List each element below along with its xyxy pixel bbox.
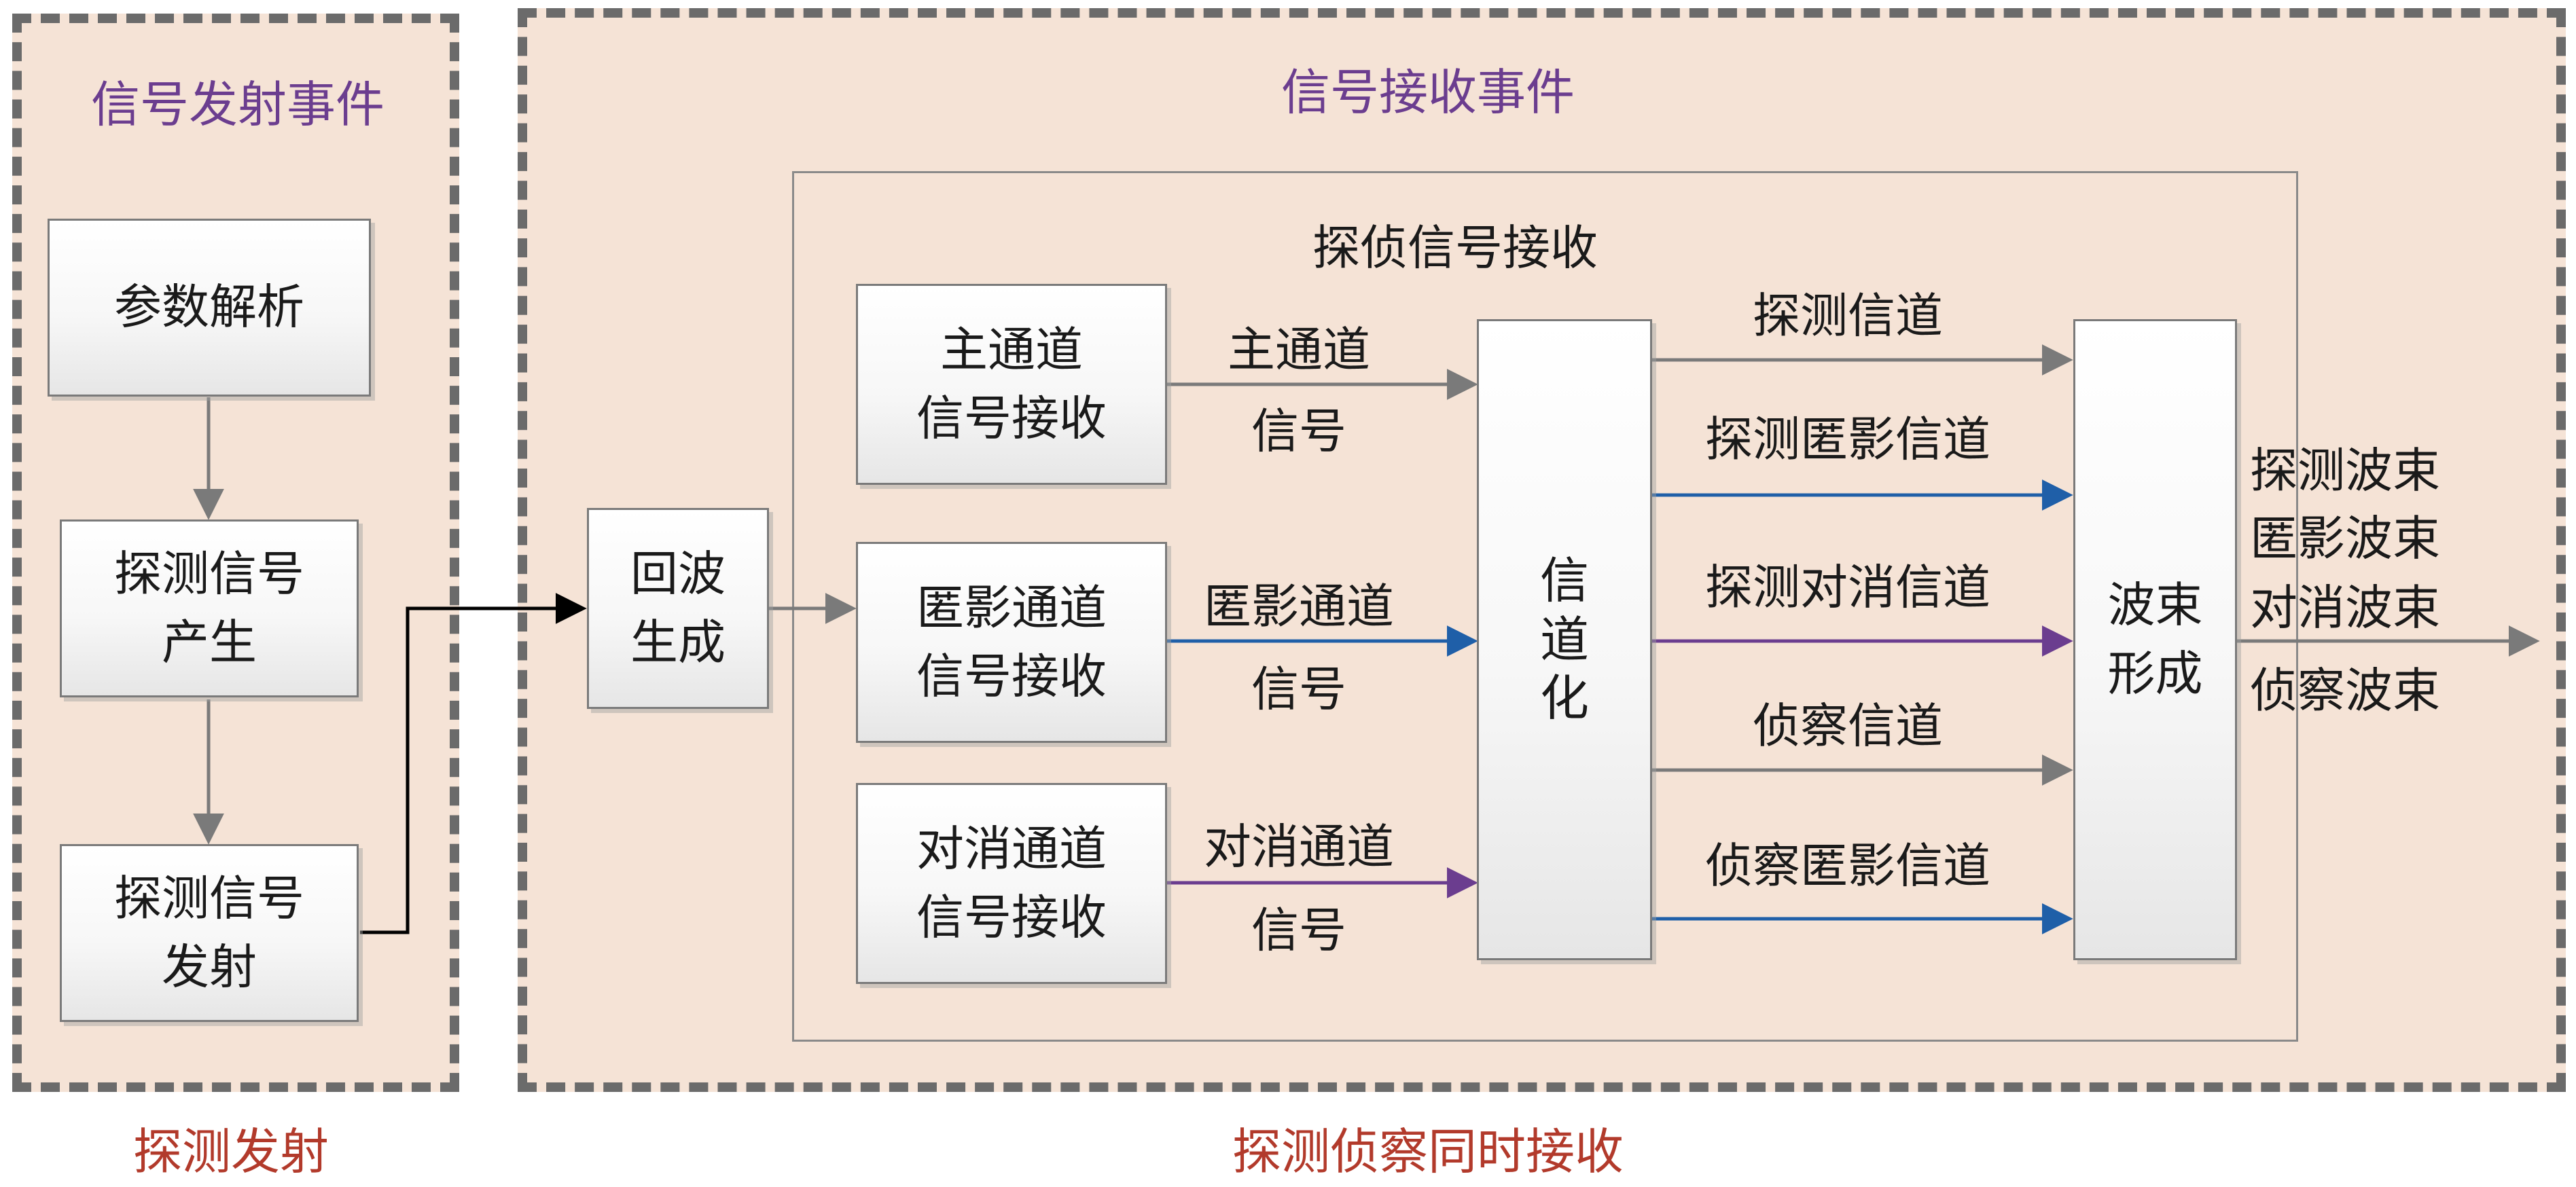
output-recon-beam: 侦察波束 xyxy=(2250,663,2440,718)
blank-signal-label-2: 信号 xyxy=(1251,661,1346,717)
channel-label-recon-blank: 侦察匿影信道 xyxy=(1705,838,1990,894)
output-detect-beam: 探测波束 xyxy=(2250,443,2440,498)
signal-generate-label: 探测信号 产生 xyxy=(114,545,304,671)
channelize-box: 信 道 化 xyxy=(1477,319,1652,960)
main-signal-label-1: 主通道 xyxy=(1228,322,1370,378)
cancel-channel-receive-label: 对消通道 信号接收 xyxy=(916,820,1107,946)
inner-frame-title: 探侦信号接收 xyxy=(1312,220,1598,276)
cancel-signal-label-1: 对消通道 xyxy=(1204,819,1394,875)
channelize-label: 信 道 化 xyxy=(1539,552,1589,727)
cancel-signal-label-2: 信号 xyxy=(1251,902,1346,958)
echo-generate-box: 回波 生成 xyxy=(587,508,769,709)
blank-signal-label-1: 匿影通道 xyxy=(1204,579,1394,634)
channel-label-detect-blank: 探测匿影信道 xyxy=(1705,412,1990,467)
blank-channel-receive-box: 匿影通道 信号接收 xyxy=(856,542,1167,743)
param-parse-box: 参数解析 xyxy=(48,219,371,397)
main-signal-label-2: 信号 xyxy=(1251,403,1346,459)
detect-recon-receive-frame xyxy=(792,171,2298,1042)
beamform-box: 波束 形成 xyxy=(2073,319,2237,960)
channel-label-detect-cancel: 探测对消信道 xyxy=(1705,560,1990,615)
arrow-transmit-to-echo xyxy=(360,593,587,934)
output-cancel-beam: 对消波束 xyxy=(2250,580,2440,636)
signal-transmit-label: 探测信号 发射 xyxy=(114,870,304,996)
main-channel-receive-label: 主通道 信号接收 xyxy=(916,321,1107,447)
tx-caption: 探测发射 xyxy=(132,1123,329,1180)
tx-panel-title: 信号发射事件 xyxy=(90,76,385,133)
main-channel-receive-box: 主通道 信号接收 xyxy=(856,284,1167,485)
rx-caption: 探测侦察同时接收 xyxy=(1232,1123,1624,1180)
signal-transmit-box: 探测信号 发射 xyxy=(60,844,359,1022)
channel-label-detect: 探测信道 xyxy=(1753,288,1943,344)
rx-panel-title: 信号接收事件 xyxy=(1281,64,1575,121)
channel-label-recon: 侦察信道 xyxy=(1753,698,1943,754)
param-parse-label: 参数解析 xyxy=(114,279,304,335)
output-blank-beam: 匿影波束 xyxy=(2250,511,2440,566)
signal-generate-box: 探测信号 产生 xyxy=(60,519,359,697)
beamform-label: 波束 形成 xyxy=(2107,577,2203,702)
echo-generate-label: 回波 生成 xyxy=(630,545,726,671)
blank-channel-receive-label: 匿影通道 信号接收 xyxy=(916,579,1107,705)
cancel-channel-receive-box: 对消通道 信号接收 xyxy=(856,783,1167,984)
